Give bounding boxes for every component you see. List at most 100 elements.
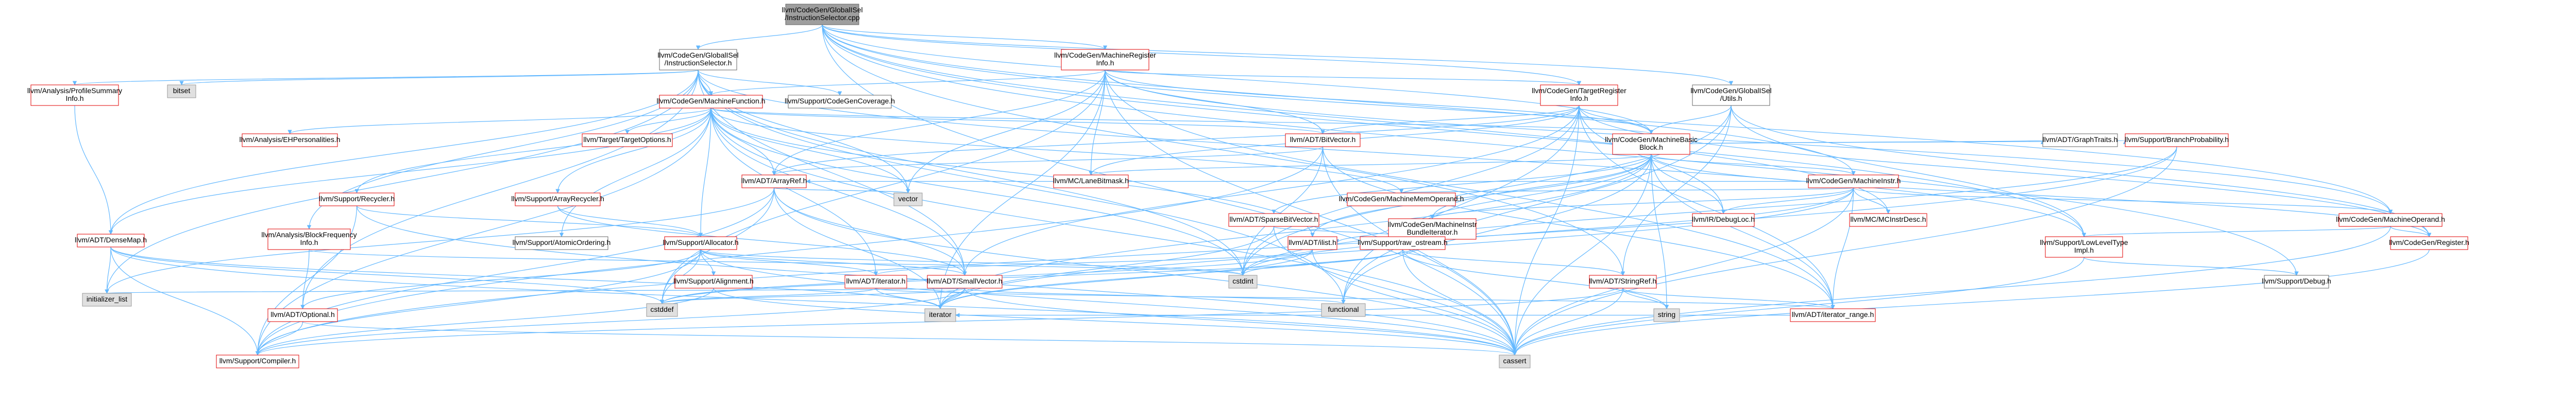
node-arrayref[interactable]: llvm/ADT/ArrayRef.h [741,174,807,188]
node-box-atomic [515,236,608,250]
edge-densemap-to-compiler [110,246,260,356]
node-recycler[interactable]: llvm/Support/Recycler.h [319,192,395,206]
node-debug[interactable]: llvm/Support/Debug.h [2262,275,2331,289]
node-label-densemap-line-0: llvm/ADT/DenseMap.h [75,236,147,244]
edge-allocator-to-alignment [700,249,716,276]
node-label-recycler-line-0: llvm/Support/Recycler.h [319,195,395,203]
node-label-topts-line-0: llvm/Target/TargetOptions.h [583,135,671,144]
edge-mfunc-to-densemap [108,108,711,235]
node-box-lowleveltype [2045,236,2123,258]
edge-mreginfo-to-arrayref [772,69,1106,175]
node-lanebitmask[interactable]: llvm/MC/LaneBitmask.h [1053,174,1129,188]
node-label-alignment-line-0: llvm/Support/Alignment.h [673,277,754,285]
node-stringref[interactable]: llvm/ADT/StringRef.h [1589,275,1657,289]
node-rawostream[interactable]: llvm/Support/raw_ostream.h [1358,236,1448,250]
node-label-graphtraits-line-0: llvm/ADT/GraphTraits.h [2043,135,2118,144]
node-bitvector[interactable]: llvm/ADT/BitVector.h [1285,133,1361,147]
edge-arrayrecycler-to-allocator [557,205,703,237]
edge-mbb-to-cassert [1512,154,1652,356]
nodes-layer: llvm/CodeGen/GlobalISel/InstructionSelec… [27,4,2469,368]
node-iterrange[interactable]: llvm/ADT/iterator_range.h [1790,308,1876,322]
edge-treginfo-to-arrayref [772,105,1580,175]
edge-rawostream-to-stringref [1402,249,1625,276]
node-label-compiler-line-0: llvm/Support/Compiler.h [219,357,296,365]
node-allocator[interactable]: llvm/Support/Allocator.h [663,236,739,250]
node-smallvector[interactable]: llvm/ADT/SmallVector.h [927,275,1003,289]
edge-mfunc-to-topts [625,108,711,134]
node-box-root [785,4,859,25]
edge-minstr-to-mibundle [1430,187,1854,219]
edge-lowleveltype-to-debug [2083,257,2299,276]
node-label-gisel_is_h-line-0: llvm/CodeGen/GlobalISel [657,51,738,59]
node-branchprob[interactable]: llvm/Support/BranchProbability.h [2125,133,2229,147]
node-label-debug-line-0: llvm/Support/Debug.h [2262,277,2331,285]
edge-rawostream-to-cstdint [1241,249,1403,276]
edge-mbb-to-creg [1651,154,2432,237]
node-atomic[interactable]: llvm/Support/AtomicOrdering.h [513,236,611,250]
node-optional[interactable]: llvm/ADT/Optional.h [267,308,338,322]
node-mfunc[interactable]: llvm/CodeGen/MachineFunction.h [657,95,766,109]
node-moperand[interactable]: llvm/CodeGen/MachineOperand.h [2336,213,2445,227]
node-mibundle[interactable]: llvm/CodeGen/MachineInstrBundleIterator.… [1388,218,1477,240]
node-cassert: cassert [1499,355,1531,368]
node-sparsebv[interactable]: llvm/ADT/SparseBitVector.h [1228,213,1319,227]
node-box-recycler [319,192,395,206]
node-box-functional [1321,303,1366,317]
node-alignment[interactable]: llvm/Support/Alignment.h [673,275,754,289]
node-box-alignment [674,275,753,289]
node-minstr[interactable]: llvm/CodeGen/MachineInstr.h [1806,174,1901,188]
node-creg[interactable]: llvm/CodeGen/Register.h [2389,236,2469,250]
node-iterator[interactable]: llvm/ADT/iterator.h [844,275,907,289]
edge-allocator-to-cstdint [700,249,1245,276]
edge-treginfo-to-cassert [1512,105,1580,356]
edge-gisel_utils-to-cstdint [1241,105,1732,276]
node-graphtraits[interactable]: llvm/ADT/GraphTraits.h [2042,133,2118,147]
edge-gisel_is_h-to-lowleveltype [698,69,2087,237]
node-gisel_utils[interactable]: llvm/CodeGen/GlobalISel/Utils.h [1690,84,1772,106]
edge-moperand-to-lowleveltype [2082,226,2391,237]
edge-bfi-to-optional [300,249,310,309]
node-label-sparsebv-line-0: llvm/ADT/SparseBitVector.h [1230,215,1318,223]
edge-branchprob-to-cassert [1512,146,2177,356]
node-topts[interactable]: llvm/Target/TargetOptions.h [582,133,673,147]
node-label-root-line-0: llvm/CodeGen/GlobalISel [782,6,862,14]
edge-ilist-to-iterator [874,249,1313,276]
node-label-stringref-line-0: llvm/ADT/StringRef.h [1589,277,1657,285]
node-compiler[interactable]: llvm/Support/Compiler.h [216,355,299,368]
edge-optional-to-cassert [302,321,1517,356]
node-label-root-line-1: /InstructionSelector.cpp [785,13,860,22]
node-densemap[interactable]: llvm/ADT/DenseMap.h [75,234,147,248]
edge-bfi-to-cstdint [309,249,1245,276]
edge-rawostream-to-cstddef [660,249,1403,304]
edge-root-to-mbb [822,24,1654,134]
edge-root-to-gisel_is_h [696,24,823,50]
edge-arrayrecycler-to-smallvector [557,205,967,276]
node-box-treginfo [1540,84,1618,106]
edge-treginfo-to-iterrange [1579,105,1835,309]
node-label-eh-line-0: llvm/Analysis/EHPersonalities.h [239,135,340,144]
edge-smallvector-to-initlist [106,288,965,294]
node-box-moperand [2338,213,2443,227]
node-coverage[interactable]: llvm/Support/CodeGenCoverage.h [785,95,895,109]
edge-mfunc-to-bitvector [710,108,1325,134]
node-box-mreginfo [1061,49,1149,70]
node-label-rawostream-line-0: llvm/Support/raw_ostream.h [1358,238,1447,246]
node-gisel_is_h[interactable]: llvm/CodeGen/GlobalISel/InstructionSelec… [657,49,739,70]
node-mcinstrdesc[interactable]: llvm/MC/MCInstrDesc.h [1849,213,1927,227]
node-vector: vector [893,192,923,206]
node-mmo[interactable]: llvm/CodeGen/MachineMemOperand.h [1339,192,1464,206]
edge-minstr-to-debugloc [1721,187,1854,214]
edge-root-to-gisel_utils [822,24,1733,85]
node-box-psi [30,84,119,106]
edge-gisel_is_h-to-cstdint [698,69,1245,276]
node-eh[interactable]: llvm/Analysis/EHPersonalities.h [239,133,341,147]
node-arrayrecycler[interactable]: llvm/Support/ArrayRecycler.h [511,192,604,206]
node-ilist[interactable]: llvm/ADT/ilist.h [1287,236,1337,250]
node-debugloc[interactable]: llvm/IR/DebugLoc.h [1692,213,1755,227]
